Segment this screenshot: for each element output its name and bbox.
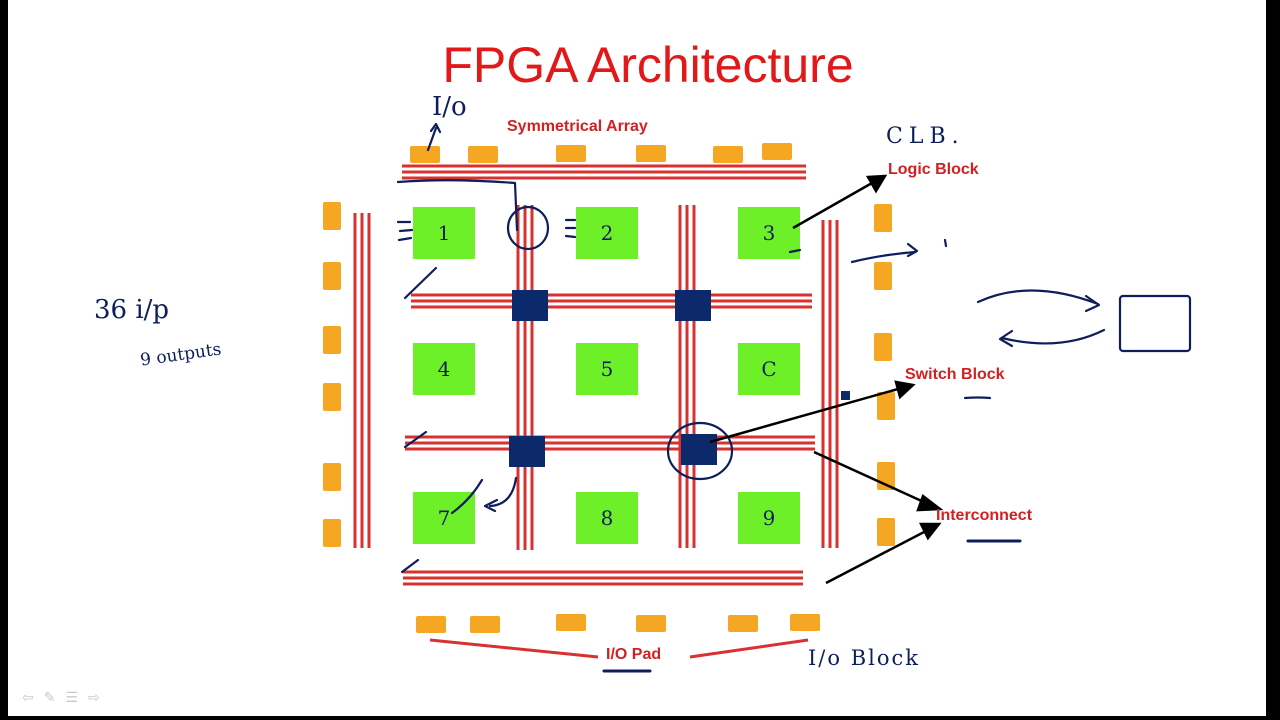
back-arrow-icon[interactable]: ⇦ — [22, 690, 34, 706]
io-pad — [323, 383, 341, 411]
io-pad — [468, 146, 498, 163]
clb-block — [576, 492, 638, 544]
block-sketch — [1118, 294, 1192, 353]
switch-block — [509, 436, 545, 467]
clb-block — [738, 492, 800, 544]
io-pad — [323, 326, 341, 354]
io-pad — [323, 519, 341, 547]
io-pad-label: I/O Pad — [606, 646, 662, 663]
horizontal-routing-channel — [402, 164, 806, 180]
vertical-routing-channel — [516, 205, 534, 550]
io-pad — [410, 146, 440, 163]
io-pad — [713, 146, 743, 163]
fpga-diagram — [323, 122, 1192, 673]
io-pad — [728, 615, 758, 632]
io-pad — [762, 143, 792, 160]
io-pad — [874, 204, 892, 232]
io-block-handwritten: I/o Block — [808, 646, 920, 670]
clb-number: 9 — [762, 506, 776, 530]
slide-title: FPGA Architecture — [442, 37, 854, 93]
clb-block — [738, 207, 800, 259]
io-trace — [429, 638, 599, 659]
switch-circle — [666, 421, 734, 481]
clb-block — [413, 343, 475, 395]
clb-number: 2 — [600, 221, 614, 245]
switch-block-label: Switch Block — [905, 366, 1005, 383]
switch-block — [675, 290, 711, 321]
io-pad — [790, 614, 820, 631]
interconnect-arrow-bottom — [825, 529, 927, 585]
vertical-routing-channel — [353, 213, 371, 548]
clb-number: 5 — [600, 357, 614, 381]
switch-block — [681, 434, 717, 465]
connection-circle — [506, 205, 550, 251]
clb-number: C — [761, 357, 777, 381]
io-trace — [689, 638, 809, 659]
clb-number: 4 — [437, 357, 451, 381]
slide: FPGA Architecture Symmetrical Array Logi… — [8, 0, 1266, 716]
horizontal-routing-channel — [405, 435, 815, 451]
io-pad — [416, 616, 446, 633]
symmetrical-array-label: Symmetrical Array — [507, 118, 648, 135]
io-pad — [556, 614, 586, 631]
io-pad — [874, 333, 892, 361]
logic-block-label: Logic Block — [888, 161, 979, 178]
vertical-routing-channel — [678, 205, 696, 548]
io-connection-ink — [396, 179, 519, 232]
clb-block — [413, 492, 475, 544]
io-pad — [323, 202, 341, 230]
io-arrow — [426, 126, 438, 152]
io-pad — [470, 616, 500, 633]
io-handwritten: I/o — [432, 92, 467, 122]
clb-number: 3 — [762, 221, 776, 245]
clb-block — [576, 207, 638, 259]
switch-block-arrow — [709, 387, 899, 444]
pen-icon[interactable]: ✎ — [43, 690, 56, 706]
cycle-arrow-bottom — [1000, 328, 1106, 345]
vertical-routing-channel — [821, 220, 839, 548]
horizontal-routing-channel — [411, 293, 812, 309]
io-pad — [556, 145, 586, 162]
clb-block — [738, 343, 800, 395]
forward-arrow-icon[interactable]: ⇨ — [88, 690, 100, 706]
clb-number: 7 — [437, 506, 451, 530]
clb-number: 1 — [437, 221, 451, 245]
io-pad — [636, 145, 666, 162]
logic-block-arrow — [792, 181, 873, 230]
io-pad — [874, 262, 892, 290]
io-pad — [636, 615, 666, 632]
interconnect-arrow-top — [813, 450, 927, 505]
inputs-handwritten: 36 i/p — [94, 295, 170, 325]
cycle-arrow-top — [976, 289, 1100, 306]
clb-block — [413, 207, 475, 259]
clb-handwritten: CLB. — [886, 124, 965, 149]
io-pad — [323, 262, 341, 290]
clb-block — [576, 343, 638, 395]
io-pad — [323, 463, 341, 491]
io-pad — [877, 518, 895, 546]
menu-icon[interactable]: ☰ — [65, 690, 79, 706]
interconnect-label: Interconnect — [936, 507, 1033, 524]
slide-nav: ⇦ ✎ ☰ ⇨ — [22, 690, 100, 706]
switch-block — [512, 290, 548, 321]
clb-number: 8 — [600, 506, 614, 530]
horizontal-routing-channel — [403, 570, 803, 586]
io-pad — [877, 392, 895, 420]
